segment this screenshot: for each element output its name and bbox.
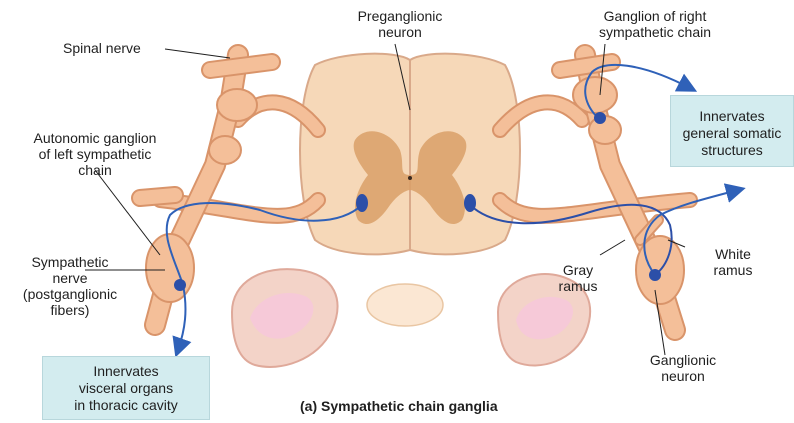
box-general-somatic: Innervates general somatic structures	[670, 95, 794, 167]
vertebral-body-icon	[367, 284, 443, 326]
box-visceral-organs: Innervates visceral organs in thoracic c…	[42, 356, 210, 420]
label-autonomic-ganglion-left: Autonomic ganglion of left sympathetic c…	[15, 130, 175, 178]
label-sympathetic-nerve: Sympathetic nerve (postganglionic fibers…	[10, 254, 130, 318]
label-spinal-nerve: Spinal nerve	[63, 40, 141, 56]
left-organ-icon	[232, 269, 337, 367]
label-gray-ramus: Gray ramus	[548, 262, 608, 294]
figure-caption: (a) Sympathetic chain ganglia	[300, 398, 498, 414]
label-ganglion-right-chain: Ganglion of right sympathetic chain	[575, 8, 735, 40]
label-white-ramus: White ramus	[698, 246, 768, 278]
label-ganglionic-neuron: Ganglionic neuron	[628, 352, 738, 384]
spinal-cord-icon	[300, 54, 520, 255]
label-preganglionic-neuron: Preganglionic neuron	[345, 8, 455, 40]
